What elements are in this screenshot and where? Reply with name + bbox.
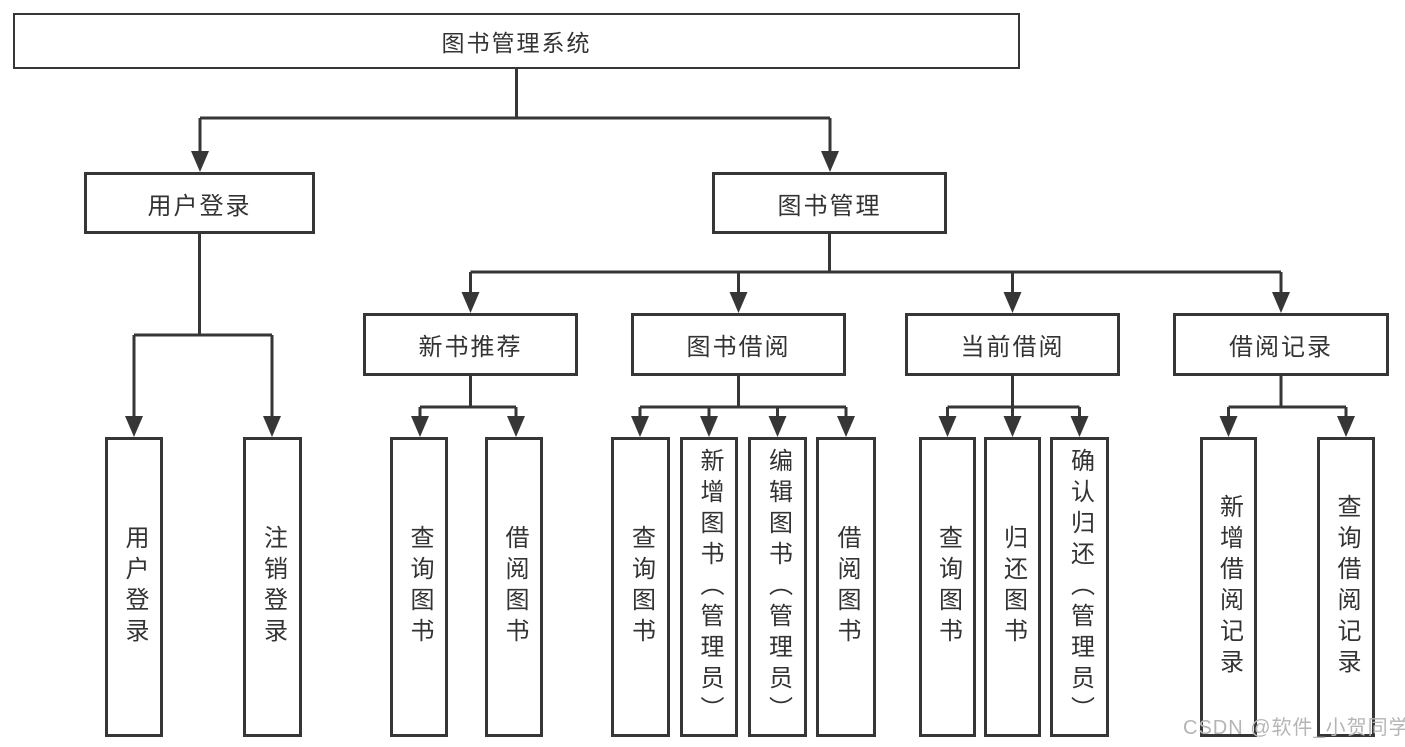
leaf-user-login: 用户登录 xyxy=(105,437,163,737)
leaf-borrow-query-book: 查询图书 xyxy=(611,437,670,737)
node-system-root: 图书管理系统 xyxy=(13,13,1020,69)
leaf-edit-book-admin: 编辑图书（管理员） xyxy=(748,437,807,737)
leaf-add-book-admin: 新增图书（管理员） xyxy=(680,437,738,737)
leaf-add-borrow-record: 新增借阅记录 xyxy=(1200,437,1257,737)
arrow-down-icons xyxy=(125,151,1355,437)
leaf-confirm-return-admin: 确认归还（管理员） xyxy=(1050,437,1109,737)
leaf-recommend-query-book: 查询图书 xyxy=(390,437,448,737)
csdn-watermark: CSDN @软件_小贺同学 xyxy=(1183,717,1405,739)
leaf-query-borrow-record: 查询借阅记录 xyxy=(1317,437,1375,737)
node-new-book-recommend: 新书推荐 xyxy=(363,313,578,376)
leaf-current-query-book: 查询图书 xyxy=(919,437,976,737)
leaf-logout: 注销登录 xyxy=(243,437,302,737)
leaf-recommend-borrow-book: 借阅图书 xyxy=(485,437,543,737)
node-user-login: 用户登录 xyxy=(84,172,315,234)
node-current-borrow: 当前借阅 xyxy=(905,313,1120,376)
leaf-borrow-book: 借阅图书 xyxy=(816,437,876,737)
node-borrow-record: 借阅记录 xyxy=(1173,313,1389,376)
node-book-borrow: 图书借阅 xyxy=(631,313,846,376)
leaf-return-book: 归还图书 xyxy=(984,437,1041,737)
node-book-management: 图书管理 xyxy=(712,172,947,234)
